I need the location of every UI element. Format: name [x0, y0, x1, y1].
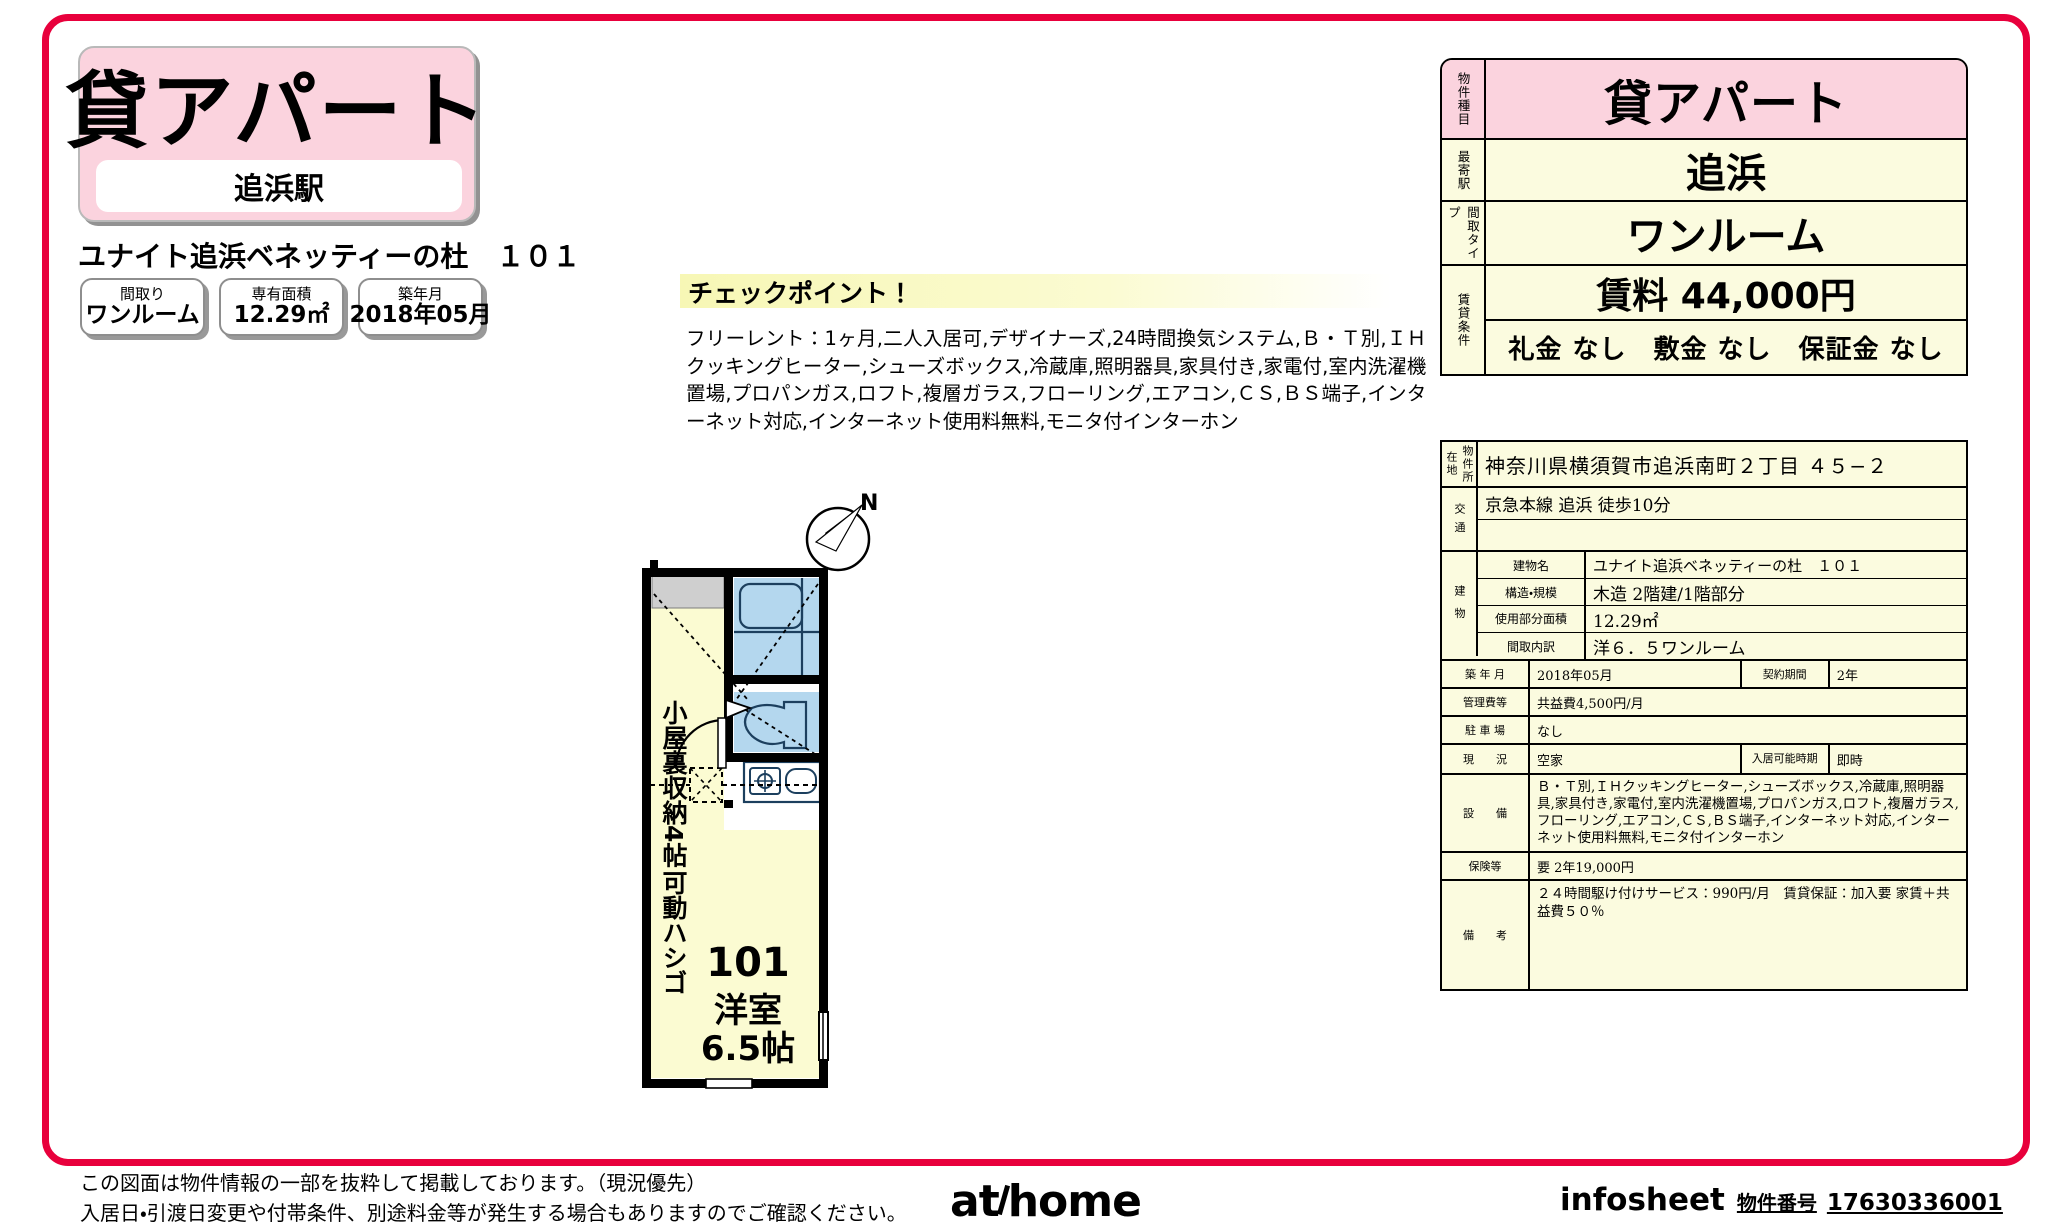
summary-row-station: 最寄駅 追浜 — [1442, 140, 1966, 202]
detail-value-address: 神奈川県横須賀市追浜南町２丁目 ４５−２ — [1485, 453, 1889, 478]
detail-key-mgmt-fee: 管理費等 — [1442, 689, 1530, 715]
building-name-heading: ユナイト追浜ベネッティーの杜 １０１ — [78, 240, 581, 273]
detail-value-traffic-1: 京急本線 追浜 徒歩10分 — [1478, 488, 1966, 520]
detail-value-used-area: 12.29㎡ — [1593, 611, 1659, 632]
summary-key-property-type: 物件種目 — [1442, 60, 1486, 138]
spec-chip-layout-label: 間取り — [119, 284, 165, 303]
property-number-label: 物件番号 — [1736, 1191, 1817, 1215]
summary-row-property-type: 物件種目 貸アパート — [1442, 60, 1966, 140]
detail-value-mgmt-fee: 共益費4,500円/月 — [1537, 696, 1644, 712]
spec-chip-layout: 間取り ワンルーム — [80, 278, 205, 336]
spec-chip-area: 専有面積 12.29㎡ — [219, 278, 344, 336]
checkpoint-body: フリーレント：1ヶ月,二人入居可,デザイナーズ,24時間換気システム,Ｂ・Ｔ別,… — [686, 327, 1426, 434]
detail-row-structure: 構造・規模 木造 2階建/1階部分 — [1478, 579, 1966, 606]
detail-value-traffic-2 — [1478, 520, 1966, 550]
movable-ladder-label: 可動ハシゴ — [659, 870, 688, 995]
detail-sublabel-building-name: 建物名 — [1478, 552, 1586, 578]
spec-chip-builddate-value: 2018年05月 — [349, 302, 492, 329]
spec-chip-area-label: 専有面積 — [251, 284, 312, 303]
detail-key-builddate: 築 年 月 — [1442, 661, 1530, 687]
detail-table: 物件所在地 神奈川県横須賀市追浜南町２丁目 ４５−２ 交 通 京急本線 追浜 徒… — [1440, 440, 1968, 991]
detail-key-equipment: 設 備 — [1442, 775, 1530, 851]
detail-value-builddate: 2018年05月 — [1530, 661, 1742, 687]
floor-plan-diagram: 小屋裏収納4帖 可動ハシゴ 101 洋室 6.5帖 — [628, 560, 890, 1105]
detail-key-contract: 契約期間 — [1742, 661, 1830, 687]
station-plate: 追浜駅 — [96, 160, 462, 212]
detail-value-equipment: Ｂ・Ｔ別,ＩＨクッキングヒーター,シューズボックス,冷蔵庫,照明器具,家具付き,… — [1537, 779, 1959, 847]
detail-key-insurance: 保険等 — [1442, 853, 1530, 879]
detail-key-movein: 入居可能時期 — [1742, 745, 1830, 773]
detail-value-parking: なし — [1537, 724, 1564, 740]
detail-sublabel-used-area: 使用部分面積 — [1478, 606, 1586, 632]
summary-row-rent-conditions: 賃貸条件 賃料 44,000円 礼金 なし 敷金 なし 保証金 なし — [1442, 266, 1966, 374]
detail-row-parking: 駐 車 場 なし — [1442, 717, 1966, 745]
detail-row-building-name: 建物名 ユナイト追浜ベネッティーの杜 １０１ — [1478, 552, 1966, 579]
spec-chip-group: 間取り ワンルーム 専有面積 12.29㎡ 築年月 2018年05月 — [80, 278, 492, 336]
spec-chip-area-value: 12.29㎡ — [233, 302, 330, 329]
detail-value-contract: 2年 — [1836, 668, 1858, 684]
summary-value-conditions: 礼金 なし 敷金 なし 保証金 なし — [1508, 335, 1944, 365]
detail-value-building-name: ユナイト追浜ベネッティーの杜 １０１ — [1593, 556, 1863, 575]
detail-row-mgmt-fee: 管理費等 共益費4,500円/月 — [1442, 689, 1966, 717]
detail-row-builddate-contract: 築 年 月 2018年05月 契約期間 2年 — [1442, 661, 1966, 689]
summary-value-station: 追浜 — [1686, 151, 1766, 197]
property-type-title: 貸アパート — [65, 63, 489, 160]
footer-disclaimer: この図面は物件情報の一部を抜粋して掲載しております。（現況優先） 入居日・引渡日… — [80, 1168, 960, 1228]
detail-value-structure: 木造 2階建/1階部分 — [1593, 584, 1745, 605]
property-type-plate: 貸アパート 追浜駅 — [65, 46, 489, 222]
detail-key-remarks: 備 考 — [1442, 881, 1530, 989]
checkpoint-title: チェックポイント！ — [688, 279, 914, 308]
detail-key-status: 現 況 — [1442, 745, 1530, 773]
detail-value-movein: 即時 — [1836, 753, 1863, 769]
detail-sublabel-layout-breakdown: 間取内訳 — [1478, 633, 1586, 659]
detail-value-remarks: ２４時間駆け付けサービス：990円/月 賃貸保証：加入要 家賃＋共益費５０％ — [1537, 886, 1950, 920]
summary-value-rent: 賃料 44,000円 — [1486, 266, 1966, 321]
detail-key-building: 建 物 — [1442, 552, 1478, 656]
detail-row-address: 物件所在地 神奈川県横須賀市追浜南町２丁目 ４５−２ — [1442, 442, 1966, 488]
summary-row-layout: 間取タイプ ワンルーム — [1442, 202, 1966, 266]
detail-value-layout-breakdown: 洋６．５ワンルーム — [1593, 638, 1746, 659]
detail-key-traffic: 交 通 — [1442, 488, 1478, 550]
summary-value-property-type: 貸アパート — [1603, 76, 1849, 132]
athome-logo-at: at — [950, 1176, 1000, 1227]
detail-row-traffic: 交 通 京急本線 追浜 徒歩10分 — [1442, 488, 1966, 552]
summary-key-layout: 間取タイプ — [1442, 202, 1486, 264]
summary-value-layout: ワンルーム — [1626, 214, 1826, 260]
summary-key-station: 最寄駅 — [1442, 140, 1486, 200]
spec-chip-builddate-label: 築年月 — [397, 284, 443, 303]
property-number-value: 17630336001 — [1826, 1190, 2003, 1216]
summary-key-rent-conditions: 賃貸条件 — [1442, 266, 1486, 374]
footer-disclaimer-line-2: 入居日・引渡日変更や付帯条件、別途料金等が発生する場合もありますのでご確認くださ… — [80, 1201, 907, 1225]
detail-row-equipment: 設 備 Ｂ・Ｔ別,ＩＨクッキングヒーター,シューズボックス,冷蔵庫,照明器具,家… — [1442, 775, 1966, 853]
detail-key-address: 物件所在地 — [1442, 442, 1478, 486]
detail-row-insurance: 保険等 要 2年19,000円 — [1442, 853, 1966, 881]
room-type-label: 洋室 — [714, 991, 782, 1031]
room-size-label: 6.5帖 — [700, 1029, 796, 1069]
summary-table: 物件種目 貸アパート 最寄駅 追浜 間取タイプ ワンルーム 賃貸条件 賃料 44… — [1440, 58, 1968, 376]
infosheet-footer-id: infosheet 物件番号 17630336001 — [1560, 1182, 2003, 1218]
compass-rose: N — [800, 491, 882, 577]
athome-logo-home: home — [1007, 1176, 1142, 1227]
room-number-label: 101 — [706, 940, 790, 986]
detail-row-status: 現 況 空家 入居可能時期 即時 — [1442, 745, 1966, 775]
compass-north-label: N — [860, 491, 879, 516]
infosheet-label: infosheet — [1560, 1182, 1725, 1218]
detail-value-status: 空家 — [1530, 745, 1742, 773]
detail-row-layout-breakdown: 間取内訳 洋６．５ワンルーム — [1478, 633, 1966, 659]
detail-row-remarks: 備 考 ２４時間駆け付けサービス：990円/月 賃貸保証：加入要 家賃＋共益費５… — [1442, 881, 1966, 989]
detail-value-insurance: 要 2年19,000円 — [1537, 860, 1634, 876]
footer-disclaimer-line-1: この図面は物件情報の一部を抜粋して掲載しております。（現況優先） — [80, 1171, 707, 1195]
detail-key-parking: 駐 車 場 — [1442, 717, 1530, 743]
spec-chip-builddate: 築年月 2018年05月 — [349, 278, 492, 336]
checkpoint-banner: チェックポイント！ — [680, 274, 1392, 308]
detail-sublabel-structure: 構造・規模 — [1478, 579, 1586, 605]
spec-chip-layout-value: ワンルーム — [85, 302, 200, 329]
detail-row-building: 建 物 建物名 ユナイト追浜ベネッティーの杜 １０１ 構造・規模 木造 2階建/… — [1442, 552, 1966, 661]
detail-row-used-area: 使用部分面積 12.29㎡ — [1478, 606, 1966, 633]
loft-storage-label: 小屋裏収納4帖 — [659, 700, 688, 868]
